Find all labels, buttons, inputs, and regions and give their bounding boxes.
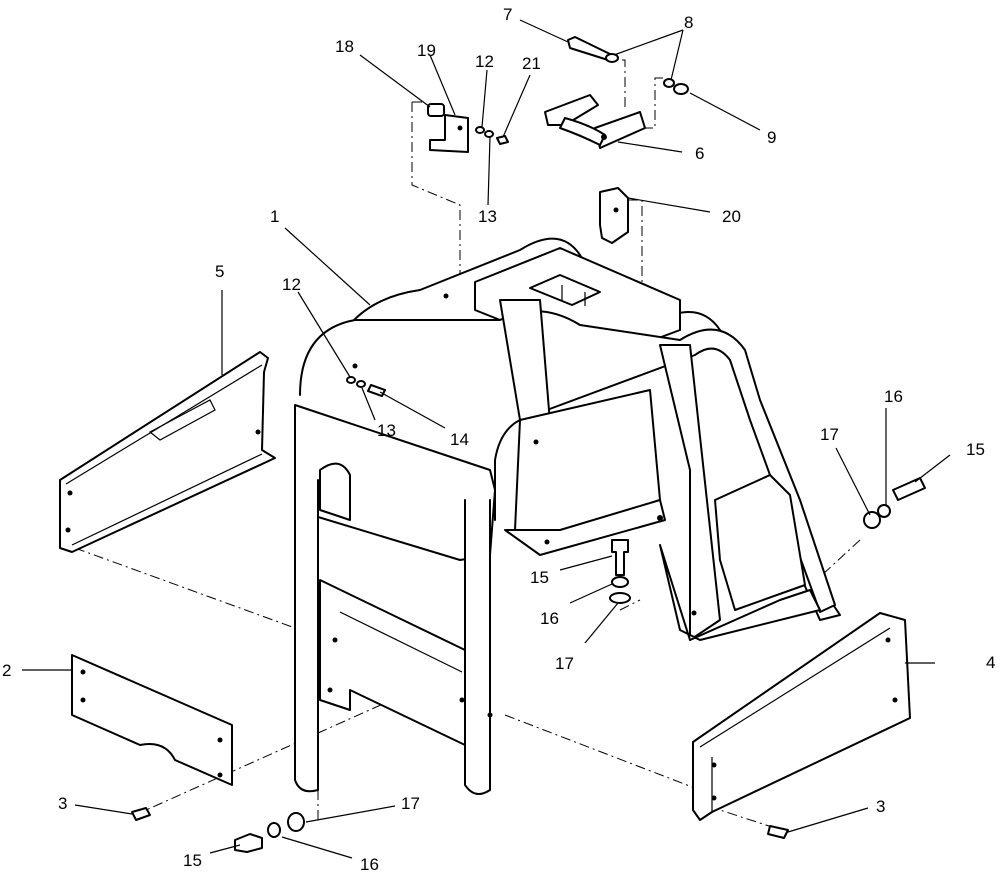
callout-2: 2 [2, 661, 11, 680]
leader-lines [22, 19, 951, 859]
callout-16: 16 [884, 387, 903, 406]
callout-16: 16 [540, 609, 559, 628]
shackle-part-6 [544, 94, 646, 149]
washer-part-8 [605, 53, 675, 88]
callout-labels: 1 2 3 3 4 5 6 7 8 9 12 12 13 13 14 15 15… [2, 5, 995, 874]
side-panel-part-4 [692, 612, 911, 821]
callout-4: 4 [986, 653, 995, 672]
callout-21: 21 [522, 54, 541, 73]
callout-5: 5 [215, 262, 224, 281]
callout-13: 13 [478, 207, 497, 226]
callout-6: 6 [695, 144, 704, 163]
callout-18: 18 [335, 37, 354, 56]
callout-7: 7 [503, 5, 512, 24]
panel-part-2 [71, 654, 233, 786]
callout-3: 3 [58, 794, 67, 813]
callout-19: 19 [417, 41, 436, 60]
callout-9: 9 [767, 128, 776, 147]
side-panel-part-5 [59, 351, 276, 553]
callout-15: 15 [183, 851, 202, 870]
screw-part-14 [367, 384, 386, 397]
callout-17: 17 [401, 794, 420, 813]
callout-17: 17 [820, 425, 839, 444]
callout-12: 12 [475, 52, 494, 71]
bolt-part-15 [234, 477, 926, 853]
callout-14: 14 [450, 430, 469, 449]
bracket-part-19 [429, 114, 469, 153]
callout-17: 17 [555, 654, 574, 673]
callout-20: 20 [722, 207, 741, 226]
screw-part-3 [131, 807, 789, 839]
callout-13: 13 [377, 421, 396, 440]
callout-8: 8 [684, 13, 693, 32]
washers-part-12-13 [346, 126, 494, 388]
callout-15: 15 [530, 568, 549, 587]
bumper-part-18 [427, 103, 445, 117]
callout-3: 3 [876, 797, 885, 816]
screw-part-21 [496, 135, 509, 145]
callout-16: 16 [360, 855, 379, 874]
washer-part-17 [287, 511, 881, 832]
callout-1: 1 [270, 207, 279, 226]
lockwasher-part-16 [267, 504, 891, 838]
bracket-part-20 [599, 187, 629, 244]
callout-12: 12 [282, 275, 301, 294]
callout-15: 15 [966, 440, 985, 459]
nut-part-9 [673, 83, 689, 95]
main-frame-part-1 [294, 237, 841, 795]
